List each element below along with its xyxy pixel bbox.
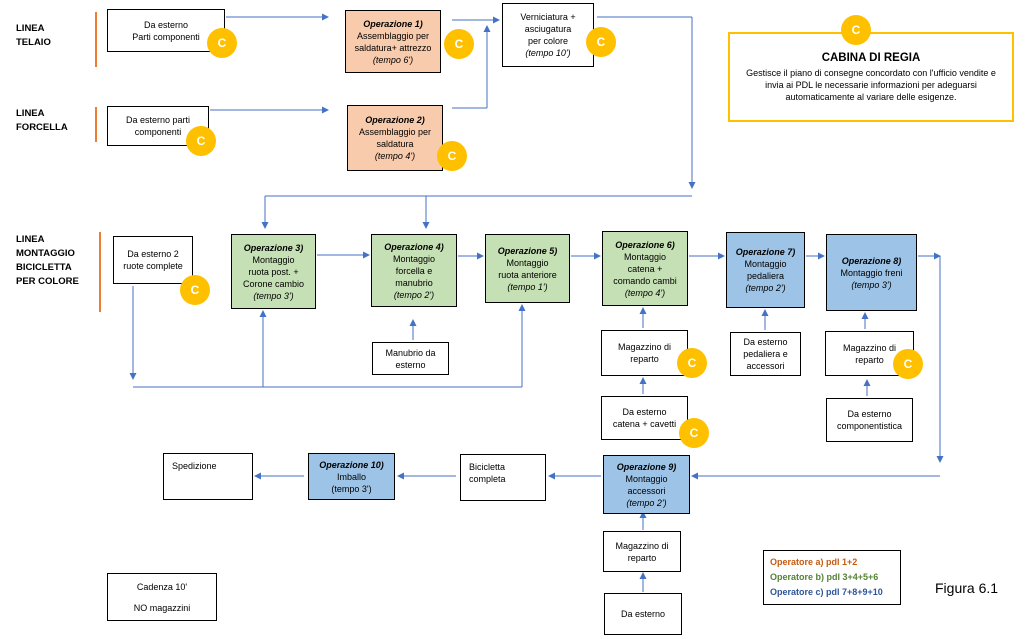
legend-operator-b: Operatore b) pdl 3+4+5+6 bbox=[770, 572, 879, 582]
operator-legend: Operatore a) pdl 1+2 Operatore b) pdl 3+… bbox=[763, 550, 901, 605]
montaggio-line-bar bbox=[99, 232, 101, 312]
control-coin-icon: C bbox=[679, 418, 709, 448]
box-op2: Operazione 2) Assemblaggio per saldatura… bbox=[347, 105, 443, 171]
line-label-montaggio: LINEA MONTAGGIO BICICLETTA PER COLORE bbox=[16, 234, 79, 287]
cabina-di-regia: CABINA DI REGIA Gestisce il piano di con… bbox=[728, 32, 1014, 122]
legend-operator-a: Operatore a) pdl 1+2 bbox=[770, 557, 858, 567]
box-op4: Operazione 4) Montaggio forcella e manub… bbox=[371, 234, 457, 307]
box-manubrio-ext: Manubrio da esterno bbox=[372, 342, 449, 375]
telaio-line-bar bbox=[95, 12, 97, 67]
legend-operator-c: Operatore c) pdl 7+8+9+10 bbox=[770, 587, 883, 597]
line-label-telaio: LINEA TELAIO bbox=[16, 23, 51, 48]
box-magazzino6: Magazzino di reparto bbox=[601, 330, 688, 376]
box-cadenza: Cadenza 10' NO magazzini bbox=[107, 573, 217, 621]
forcella-line-bar bbox=[95, 107, 97, 142]
box-esterno9: Da esterno bbox=[604, 593, 682, 635]
control-coin-icon: C bbox=[437, 141, 467, 171]
box-op3: Operazione 3) Montaggio ruota post. + Co… bbox=[231, 234, 316, 309]
control-coin-icon: C bbox=[444, 29, 474, 59]
box-verniciatura: Verniciatura + asciugatura per colore (t… bbox=[502, 3, 594, 67]
box-forcella-ext: Da esterno parti componenti bbox=[107, 106, 209, 146]
control-coin-icon: C bbox=[586, 27, 616, 57]
box-op10: Operazione 10) Imballo (tempo 3') bbox=[308, 453, 395, 500]
box-op5: Operazione 5) Montaggio ruota anteriore … bbox=[485, 234, 570, 303]
box-op6: Operazione 6) Montaggio catena + comando… bbox=[602, 231, 688, 306]
box-op8: Operazione 8) Montaggio freni (tempo 3') bbox=[826, 234, 917, 311]
box-op7: Operazione 7) Montaggio pedaliera (tempo… bbox=[726, 232, 805, 308]
box-spedizione: Spedizione bbox=[163, 453, 253, 500]
control-coin-icon: C bbox=[677, 348, 707, 378]
box-componentistica-ext: Da esterno componentistica bbox=[826, 398, 913, 442]
control-coin-icon: C bbox=[893, 349, 923, 379]
figure-label: Figura 6.1 bbox=[935, 580, 999, 596]
box-ruote-ext: Da esterno 2 ruote complete bbox=[113, 236, 193, 284]
control-coin-icon: C bbox=[186, 126, 216, 156]
control-coin-icon: C bbox=[841, 15, 871, 45]
control-coin-icon: C bbox=[180, 275, 210, 305]
line-label-forcella: LINEA FORCELLA bbox=[16, 108, 68, 133]
box-catena-ext: Da esterno catena + cavetti bbox=[601, 396, 688, 440]
box-op1: Operazione 1) Assemblaggio per saldatura… bbox=[345, 10, 441, 73]
control-coin-icon: C bbox=[207, 28, 237, 58]
box-bicicletta: Bicicletta completa bbox=[460, 454, 546, 501]
box-magazzino9: Magazzino di reparto bbox=[603, 531, 681, 572]
box-op9: Operazione 9) Montaggio accessori (tempo… bbox=[603, 455, 690, 514]
box-pedaliera-ext: Da esterno pedaliera e accessori bbox=[730, 332, 801, 376]
